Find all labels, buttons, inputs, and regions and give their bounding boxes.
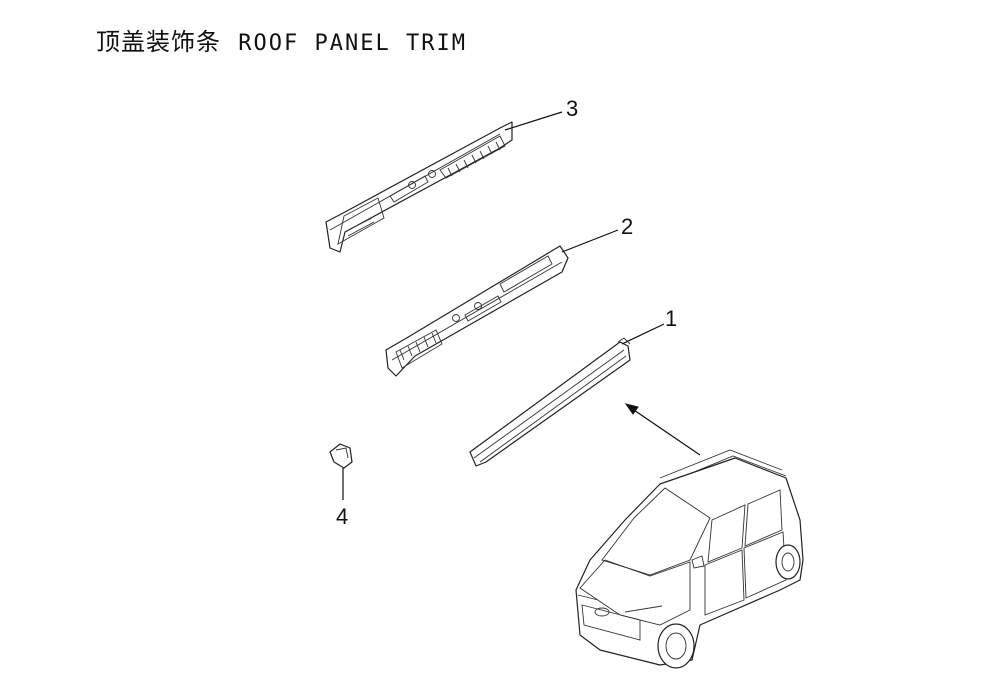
- part-4-clip: 4: [329, 443, 353, 529]
- title-en: ROOF PANEL TRIM: [238, 31, 467, 56]
- part-1-trim-strip: 1: [469, 306, 677, 467]
- title-cn: 顶盖装饰条: [96, 28, 221, 56]
- callout-2: 2: [621, 214, 633, 239]
- callout-3: 3: [566, 96, 578, 121]
- location-arrow: [624, 403, 701, 456]
- callout-1: 1: [665, 306, 677, 331]
- diagram-title: 顶盖装饰条 ROOF PANEL TRIM: [96, 22, 467, 57]
- callout-4: 4: [336, 504, 348, 529]
- vehicle-illustration: [575, 449, 804, 669]
- part-2-roof-rail-trim: 2: [385, 214, 633, 377]
- part-3-roof-rail-trim: 3: [325, 96, 578, 253]
